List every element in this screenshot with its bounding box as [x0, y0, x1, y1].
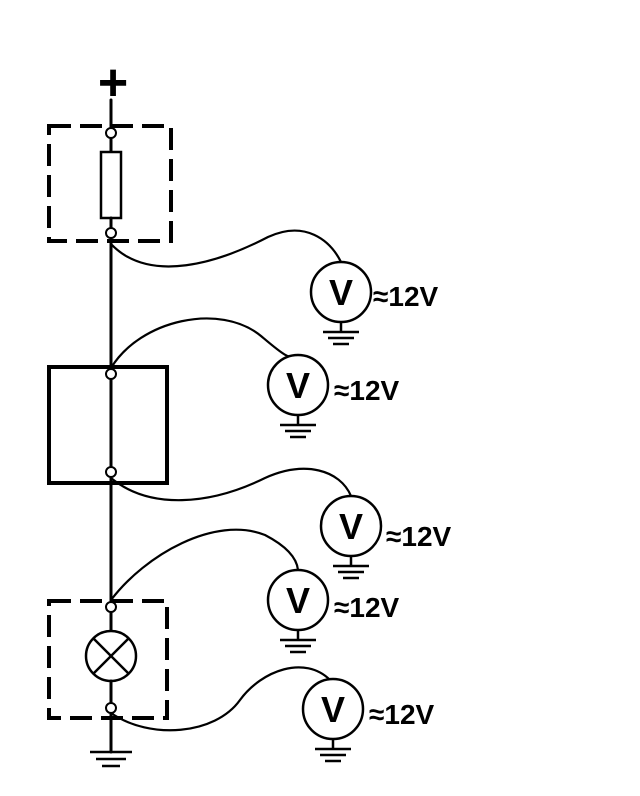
switch-terminal-top: [105, 368, 117, 380]
fuse-terminal-bottom: [105, 227, 117, 239]
voltmeter-5-letter: V: [321, 689, 345, 730]
lamp-terminal-top: [105, 601, 117, 613]
voltmeter-4: V ≈12V: [266, 568, 400, 654]
voltmeter-3-letter: V: [339, 506, 363, 547]
voltmeter-5-reading: ≈12V: [369, 699, 435, 730]
voltmeter-5: V ≈12V: [301, 677, 435, 763]
lamp-component: [47, 599, 169, 720]
lamp-enclosure: [47, 599, 169, 720]
probe-lead-5: [109, 666, 332, 732]
voltmeter-3-reading: ≈12V: [386, 521, 452, 552]
voltmeter-3: V ≈12V: [319, 494, 452, 580]
voltmeter-2-letter: V: [286, 365, 310, 406]
probe-lead-4: [109, 528, 300, 602]
probe-lead-2: [109, 317, 300, 370]
positive-terminal-symbol: +: [98, 54, 128, 112]
probe-lead-3: [109, 467, 353, 502]
fuse-component: [47, 124, 173, 243]
voltmeter-2-reading: ≈12V: [334, 375, 400, 406]
voltmeter-2: V ≈12V: [266, 353, 400, 439]
voltmeter-1: V ≈12V: [309, 260, 439, 346]
ground-symbol-main: [90, 750, 132, 768]
lamp-terminal-bottom: [105, 702, 117, 714]
fuse-element: [99, 150, 123, 220]
switch-component: [47, 365, 169, 485]
voltmeter-1-letter: V: [329, 272, 353, 313]
fuse-terminal-top: [105, 127, 117, 139]
voltmeter-4-letter: V: [286, 580, 310, 621]
voltmeter-1-reading: ≈12V: [373, 281, 439, 312]
probe-lead-1: [109, 229, 343, 268]
voltmeter-4-reading: ≈12V: [334, 592, 400, 623]
switch-enclosure: [47, 365, 169, 485]
lamp-cross-b: [92, 637, 130, 675]
fuse-enclosure: [47, 124, 173, 243]
switch-terminal-bottom: [105, 466, 117, 478]
